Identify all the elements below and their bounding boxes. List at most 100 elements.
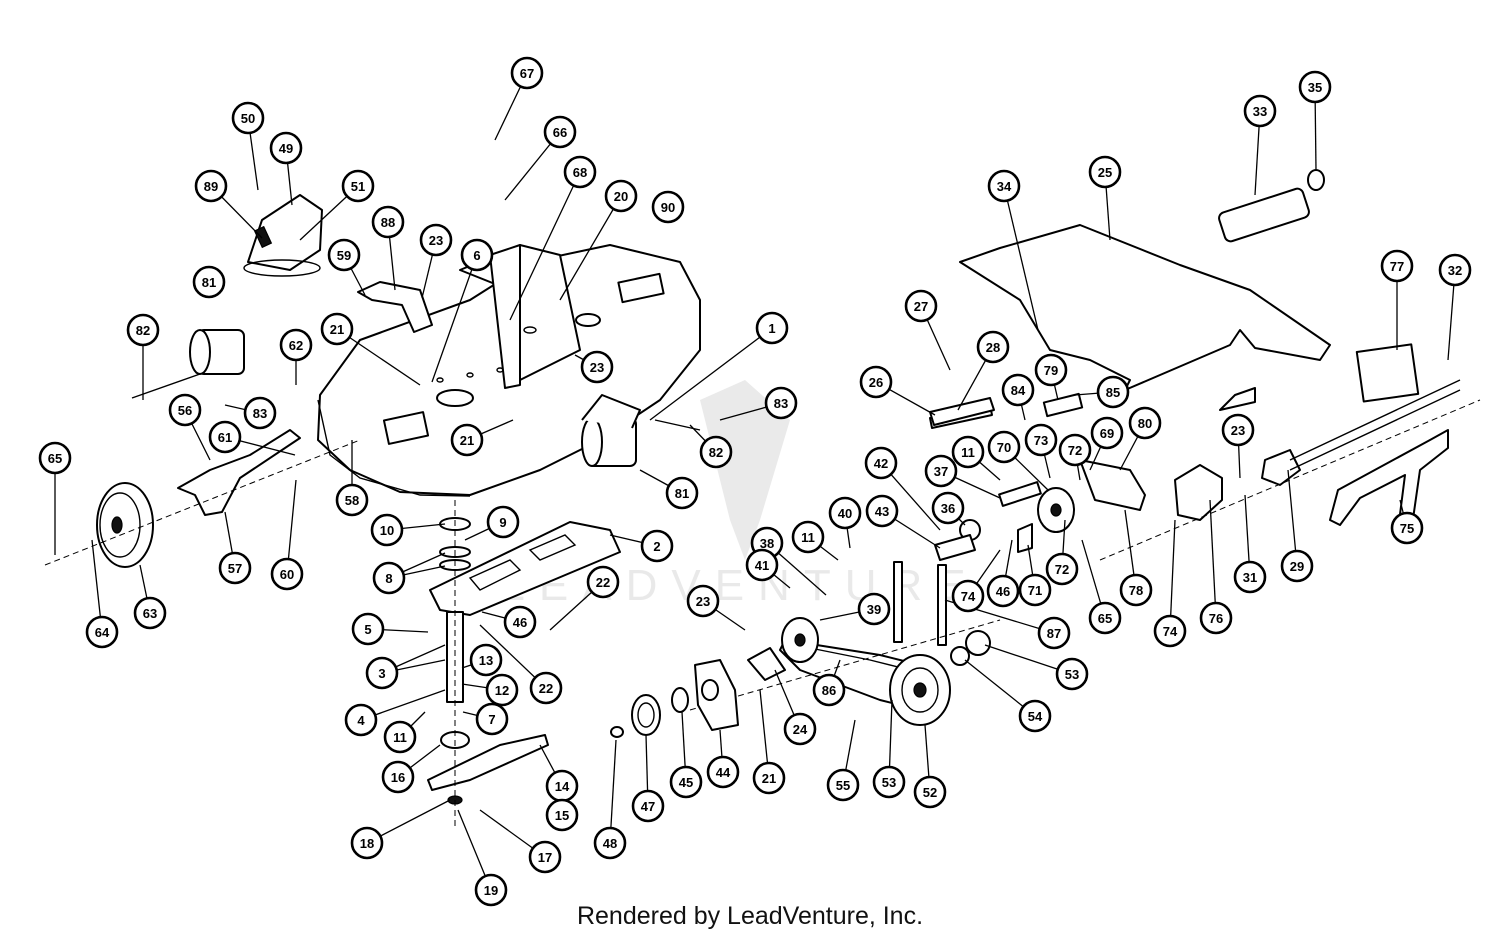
callout-88: 88 [371,205,405,239]
callout-number: 78 [1129,583,1143,598]
callout-number: 89 [204,179,218,194]
callout-bubble [1153,614,1187,648]
callout-bubble [320,312,354,346]
callout-number: 82 [136,323,150,338]
callout-bubble [859,365,893,399]
callout-bubble [543,115,577,149]
callout-bubble [279,328,313,362]
gauge-wheel [44,429,361,568]
callout-bubble [372,561,406,595]
callout-bubble [951,435,985,469]
callout-number: 72 [1068,443,1082,458]
callout-89: 89 [194,169,228,203]
callout-bubble [1380,249,1414,283]
callout-57: 57 [218,551,252,585]
callout-bubble [351,612,385,646]
callout-number: 64 [95,625,110,640]
callout-59: 59 [327,238,361,272]
callout-number: 88 [381,215,395,230]
callout-number: 21 [460,433,474,448]
callout-bubble [651,190,685,224]
callout-number: 68 [573,165,587,180]
callout-bubble [631,789,665,823]
callout-84: 84 [1001,373,1035,407]
callout-36: 36 [931,491,965,525]
callout-25: 25 [1088,155,1122,189]
callout-7: 7 [475,702,509,736]
callout-21: 21 [450,423,484,457]
callout-bubble [503,605,537,639]
callout-number: 47 [641,799,655,814]
callout-number: 52 [923,785,937,800]
callout-bubble [218,551,252,585]
callout-35: 35 [1298,70,1332,104]
callout-bubble [1034,353,1068,387]
callout-number: 83 [774,396,788,411]
callout-bubble [474,873,508,907]
callout-bubble [872,765,906,799]
callout-number: 11 [393,730,407,745]
callout-number: 44 [716,765,731,780]
callout-74: 74 [951,579,985,613]
callout-number: 3 [378,666,385,681]
callout-number: 9 [499,515,506,530]
callout-number: 71 [1028,583,1042,598]
callout-52: 52 [913,775,947,809]
callout-80: 80 [1128,406,1162,440]
callout-number: 35 [1308,80,1322,95]
callout-47: 47 [631,789,665,823]
callout-13: 13 [469,643,503,677]
callout-bubble [335,483,369,517]
callout-number: 48 [603,836,617,851]
callout-8: 8 [372,561,406,595]
callout-bubble [604,179,638,213]
callout-number: 24 [793,722,808,737]
footer-credit: Rendered by LeadVenture, Inc. [576,902,924,930]
callout-24: 24 [783,712,817,746]
callout-72: 72 [1058,433,1092,467]
callout-bubble [341,169,375,203]
callout-number: 80 [1138,416,1152,431]
callout-number: 57 [228,561,242,576]
callout-bubble [987,430,1021,464]
callout-number: 42 [874,456,888,471]
callout-27: 27 [904,289,938,323]
anti-scalp-roller-right [581,394,701,467]
callout-11: 11 [383,720,417,754]
callout-number: 31 [1243,570,1257,585]
callout-number: 21 [330,322,344,337]
callout-number: 40 [838,506,852,521]
callout-number: 70 [997,440,1011,455]
callout-number: 53 [882,775,896,790]
callout-number: 23 [590,360,604,375]
callout-bubble [1199,601,1233,635]
callout-bubble [783,712,817,746]
callout-number: 25 [1098,165,1112,180]
callout-number: 11 [801,530,815,545]
callout-number: 4 [357,713,365,728]
callout-number: 23 [429,233,443,248]
callout-bubble [864,446,898,480]
chute-bracket [357,281,433,333]
callout-40: 40 [828,496,862,530]
callout-29: 29 [1280,549,1314,583]
callout-51: 51 [341,169,375,203]
callout-bubble [126,313,160,347]
callout-46: 46 [503,605,537,639]
callout-12: 12 [485,673,519,707]
callout-14: 14 [545,769,579,803]
callout-21: 21 [320,312,354,346]
callout-bubble [865,494,899,528]
callout-bubble [1001,373,1035,407]
callout-bubble [1018,699,1052,733]
callout-26: 26 [859,365,893,399]
callout-number: 19 [484,883,498,898]
callout-number: 32 [1448,263,1462,278]
callout-71: 71 [1018,573,1052,607]
callout-23: 23 [580,350,614,384]
callout-37: 37 [924,454,958,488]
callout-number: 81 [202,275,216,290]
callout-bubble [1088,601,1122,635]
callout-number: 74 [1163,624,1178,639]
callout-bubble [208,420,242,454]
